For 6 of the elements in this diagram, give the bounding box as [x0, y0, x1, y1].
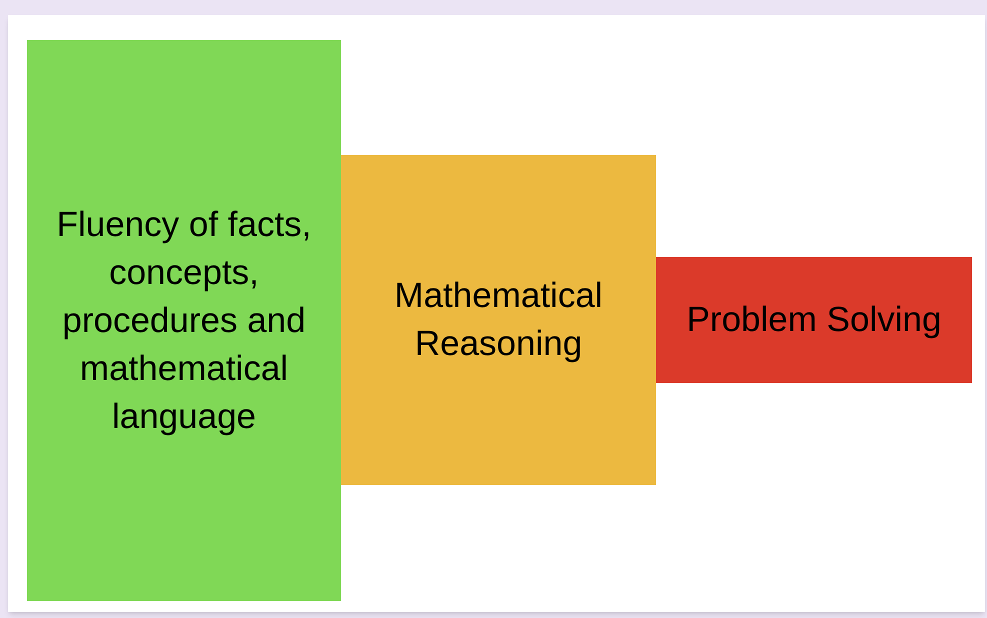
block-label: Mathematical Reasoning — [393, 275, 604, 365]
block — [341, 155, 656, 485]
block-label: Problem Solving — [686, 299, 942, 341]
block-label: Fluency of facts, concepts, procedures and mathematical language — [56, 204, 312, 438]
block — [656, 257, 972, 383]
block — [27, 40, 341, 601]
